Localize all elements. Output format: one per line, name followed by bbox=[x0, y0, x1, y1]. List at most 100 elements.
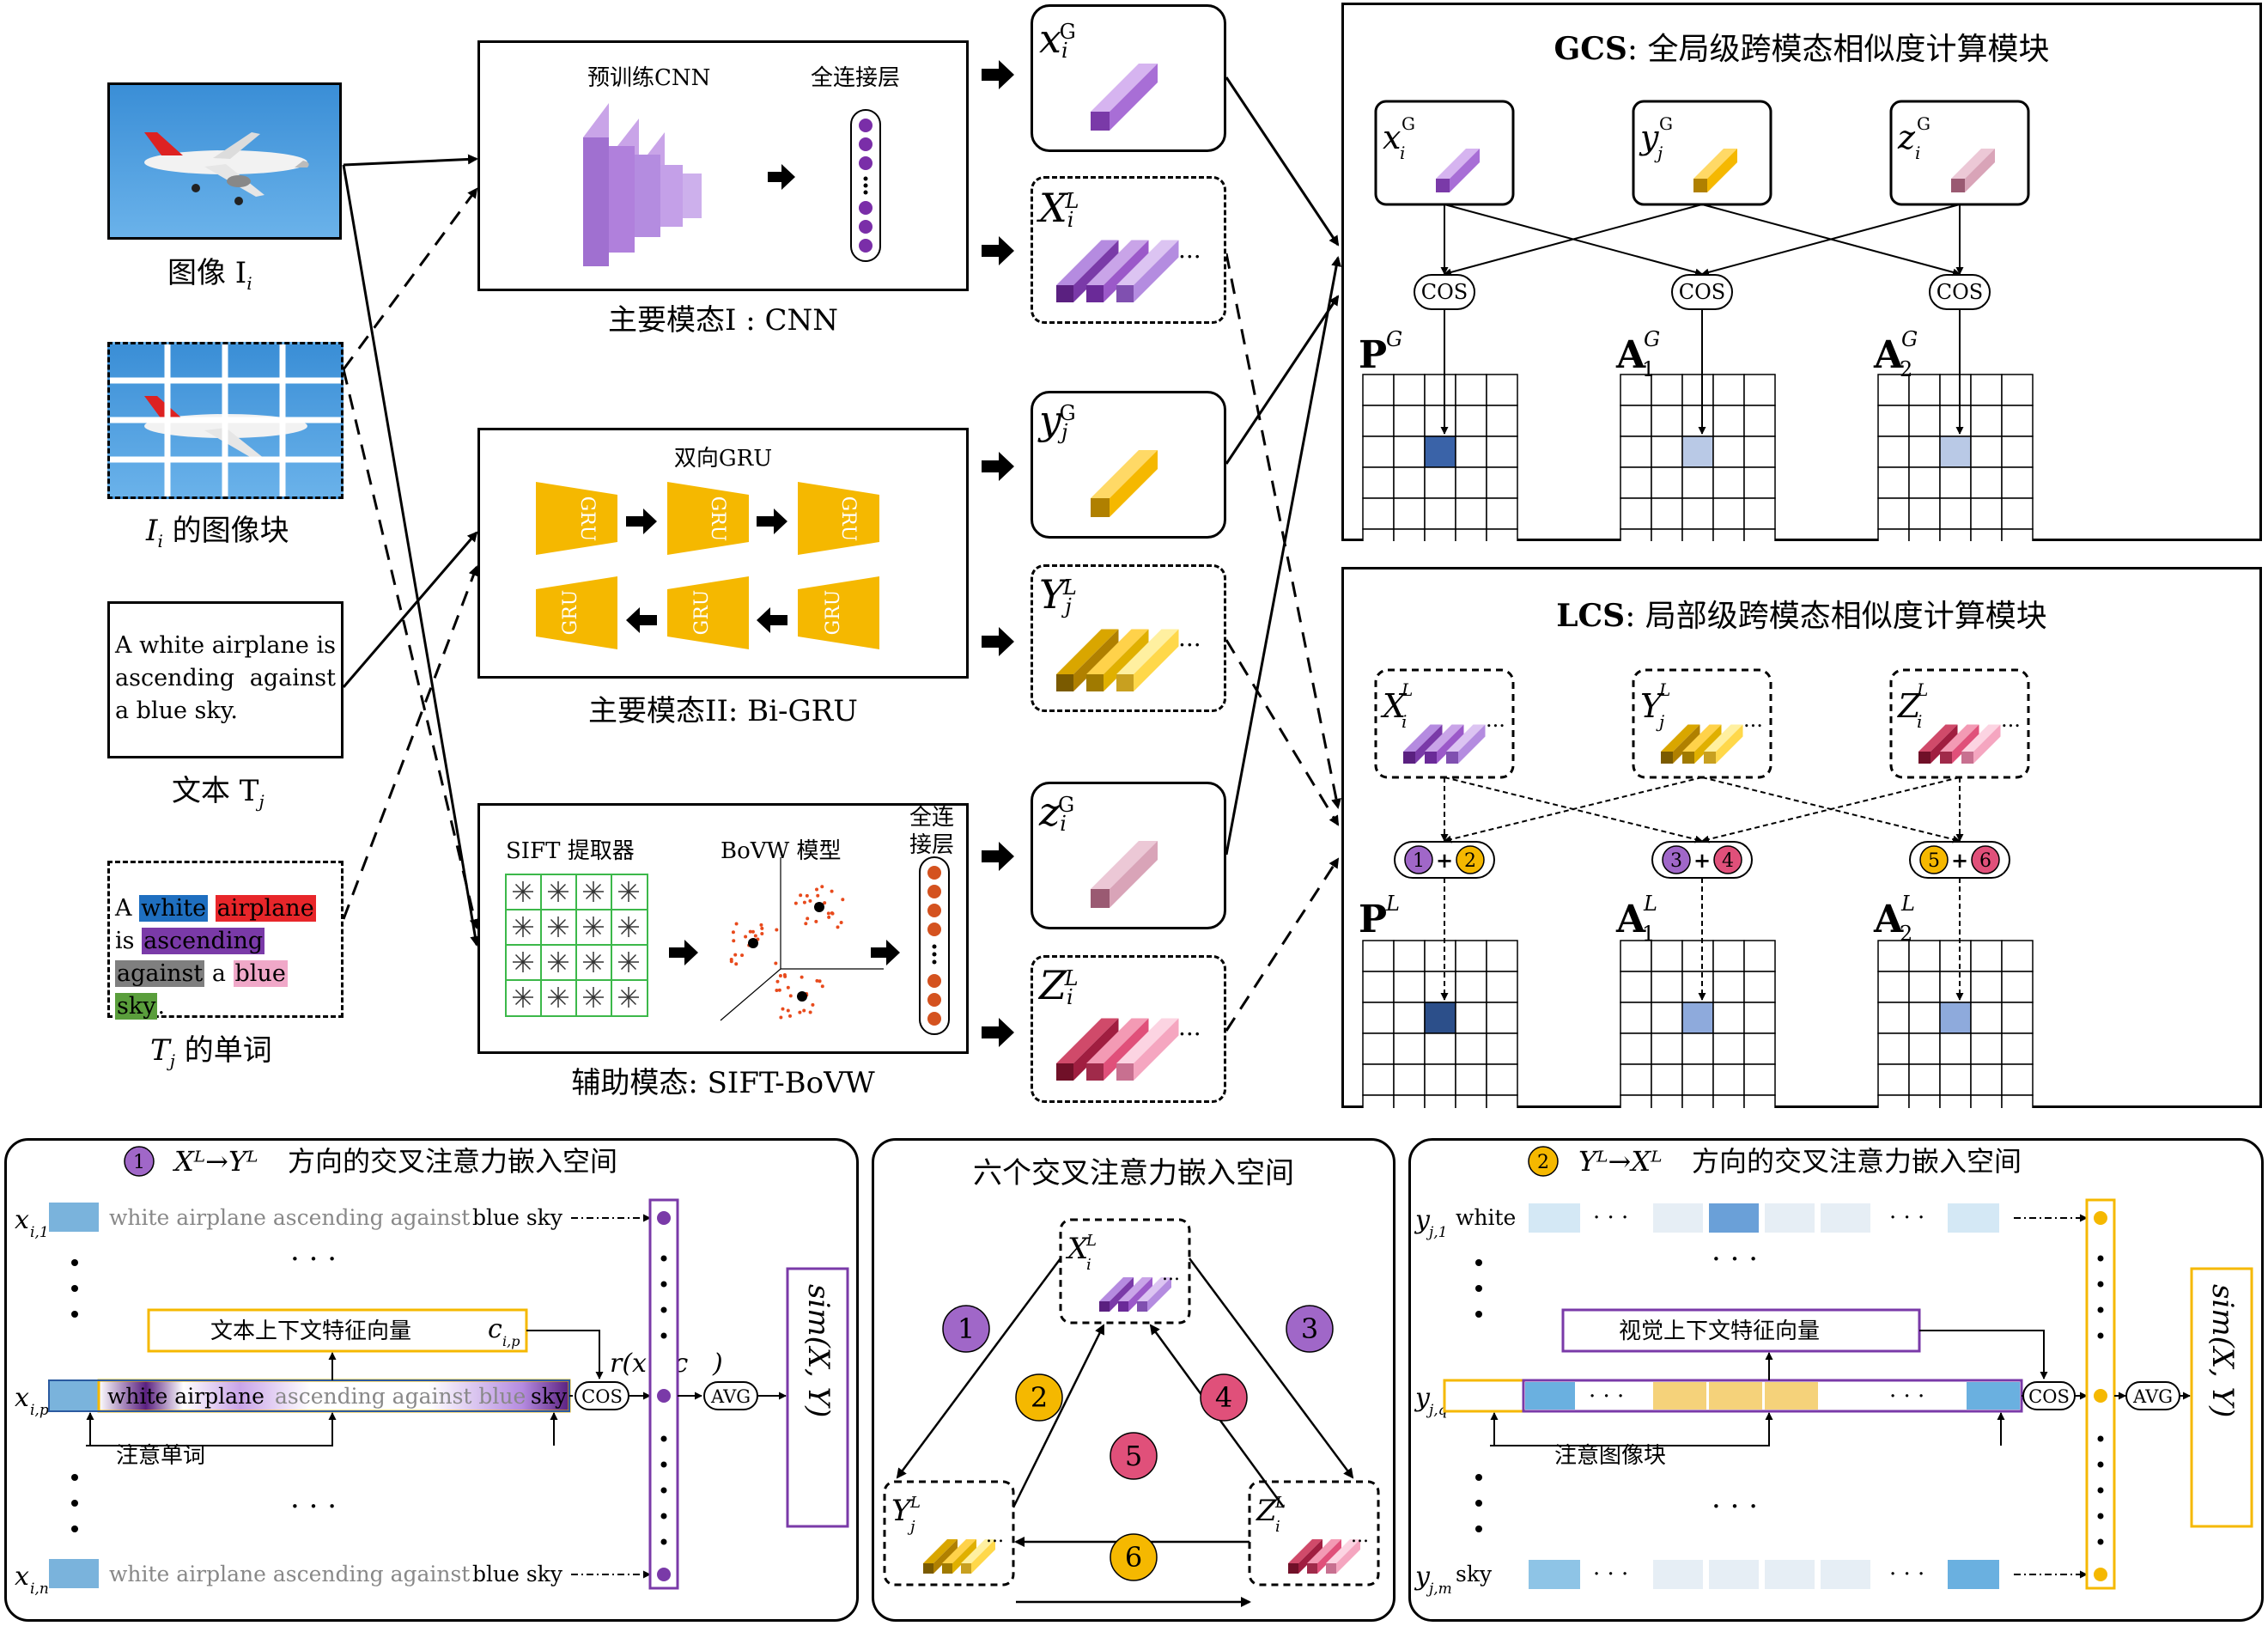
svg-text:sim(X, Y): sim(X, Y) bbox=[2205, 1284, 2240, 1417]
gcs-matrix bbox=[1877, 374, 2034, 541]
svg-text:· · ·: · · · bbox=[1593, 1205, 1628, 1231]
gcs-matrix bbox=[1362, 374, 1518, 541]
svg-text:2: 2 bbox=[1464, 850, 1476, 872]
space-number-badge bbox=[1110, 1533, 1158, 1581]
svg-text:X: X bbox=[1380, 687, 1408, 725]
svg-text:i,p: i,p bbox=[502, 1333, 520, 1349]
svg-text:x: x bbox=[1383, 119, 1401, 156]
lcs-title: LCS: 局部级跨模态相似度计算模块 bbox=[1556, 598, 2047, 634]
text-caption: 文本 Tj bbox=[172, 774, 264, 812]
svg-text:x: x bbox=[15, 1383, 29, 1413]
svg-text:方向的交叉注意力嵌入空间: 方向的交叉注意力嵌入空间 bbox=[288, 1145, 617, 1178]
panel-y-to-x bbox=[1408, 1138, 2264, 1622]
word-token: is bbox=[115, 928, 135, 954]
cnn-module: 预训练CNN 全连接层 bbox=[477, 40, 969, 291]
word-token: . bbox=[157, 993, 166, 1020]
gru-cells: GRU GRU GRU GRU GRU GRU bbox=[536, 482, 879, 649]
svg-text:G: G bbox=[1901, 327, 1918, 351]
svg-text:G: G bbox=[1402, 113, 1415, 134]
svg-text:3: 3 bbox=[1670, 850, 1682, 872]
svg-text:i,1: i,1 bbox=[30, 1224, 49, 1241]
svg-text:1: 1 bbox=[1642, 357, 1655, 381]
cnn-fc-label: 全连接层 bbox=[811, 65, 901, 91]
ZL-label: ZiL bbox=[1039, 962, 1079, 1010]
svg-text:sky: sky bbox=[1456, 1562, 1493, 1586]
svg-text:Y: Y bbox=[1640, 687, 1665, 725]
svg-text:...: ... bbox=[1486, 708, 1505, 732]
gcs-title: GCS: 全局级跨模态相似度计算模块 bbox=[1554, 31, 2050, 67]
svg-text:...: ... bbox=[2001, 708, 2021, 732]
svg-text:+: + bbox=[1693, 848, 1711, 873]
cnn-caption: 主要模态I : CNN bbox=[607, 303, 838, 338]
svg-text:GRU: GRU bbox=[560, 590, 581, 636]
svg-text:x: x bbox=[15, 1205, 29, 1235]
zG-label: ziG bbox=[1039, 789, 1075, 837]
svg-text:j,1: j,1 bbox=[1426, 1224, 1448, 1241]
svg-text:Z: Z bbox=[1897, 687, 1921, 725]
sim-output-box bbox=[2190, 1267, 2253, 1528]
svg-text:j: j bbox=[1654, 143, 1663, 163]
svg-text:L: L bbox=[1658, 679, 1670, 700]
svg-text:COS: COS bbox=[581, 1386, 623, 1407]
gcs-panel: GCS: 全局级跨模态相似度计算模块 bbox=[1341, 3, 2262, 541]
gru-module: 双向GRU GRU GRU GRU GRU GRU GRU bbox=[477, 428, 969, 679]
gru-caption: 主要模态II: Bi-GRU bbox=[588, 694, 858, 728]
svg-text:GRU: GRU bbox=[576, 496, 598, 542]
svg-text:z: z bbox=[1897, 119, 1916, 156]
svg-text:ascending against blue: ascending against blue bbox=[275, 1384, 526, 1409]
svg-text:· · ·: · · · bbox=[290, 1489, 337, 1524]
sim-output-box bbox=[786, 1267, 849, 1528]
lcs-matrix bbox=[1362, 940, 1518, 1108]
svg-text:COS: COS bbox=[2028, 1386, 2070, 1407]
svg-text:y: y bbox=[1414, 1205, 1431, 1235]
svg-text:c: c bbox=[488, 1314, 502, 1344]
svg-text:GRU: GRU bbox=[691, 590, 713, 636]
svg-text:L: L bbox=[1085, 1232, 1097, 1250]
svg-text:L: L bbox=[909, 1494, 921, 1512]
svg-text:sky: sky bbox=[531, 1384, 568, 1409]
cnn-pretrained-label: 预训练CNN bbox=[587, 65, 711, 91]
word-token: against bbox=[115, 960, 205, 987]
svg-text:GRU: GRU bbox=[707, 496, 728, 542]
svg-text:AVG: AVG bbox=[2132, 1386, 2173, 1407]
svg-text:· · ·: · · · bbox=[1712, 1489, 1758, 1524]
lcs-matrix bbox=[1877, 940, 2034, 1108]
svg-text:P: P bbox=[1359, 898, 1387, 941]
svg-text:...: ... bbox=[1178, 624, 1201, 652]
svg-text:L: L bbox=[1401, 679, 1413, 700]
word-token: blue bbox=[233, 960, 288, 987]
space-number-badge bbox=[1200, 1373, 1248, 1422]
svg-text:Yᴸ→Xᴸ: Yᴸ→Xᴸ bbox=[1578, 1145, 1662, 1178]
svg-text:2: 2 bbox=[1537, 1152, 1549, 1173]
input-image bbox=[107, 82, 342, 240]
svg-text:G: G bbox=[1917, 113, 1931, 134]
svg-text:· · ·: · · · bbox=[1889, 1205, 1924, 1231]
svg-text:j: j bbox=[907, 1518, 915, 1536]
svg-text:j,q: j,q bbox=[1426, 1402, 1448, 1419]
airplane-icon bbox=[144, 132, 309, 205]
text-context-box bbox=[147, 1308, 528, 1353]
svg-text:A: A bbox=[1615, 898, 1646, 941]
svg-text:i: i bbox=[1275, 1518, 1280, 1536]
space-number-badge bbox=[1110, 1432, 1158, 1480]
svg-text:white airplane ascending again: white airplane ascending against bbox=[109, 1562, 470, 1586]
word-token: ascending bbox=[142, 928, 265, 954]
svg-text:L: L bbox=[1385, 892, 1400, 916]
svg-text:COS: COS bbox=[1679, 280, 1725, 304]
space-number-badge bbox=[942, 1305, 990, 1353]
lcs-matrix bbox=[1620, 940, 1776, 1108]
svg-text:j: j bbox=[1656, 711, 1664, 732]
svg-text:2: 2 bbox=[1900, 357, 1912, 381]
YL-label: YjL bbox=[1039, 571, 1077, 619]
svg-text:blue sky: blue sky bbox=[472, 1562, 563, 1586]
sift-fc-label: 全连 接层 bbox=[909, 805, 955, 858]
svg-text:P: P bbox=[1359, 333, 1387, 377]
svg-text:): ) bbox=[712, 1349, 723, 1379]
svg-text:white airplane: white airplane bbox=[107, 1384, 264, 1409]
svg-text:6: 6 bbox=[1125, 1541, 1142, 1574]
svg-text:· · ·: · · · bbox=[1889, 1562, 1924, 1587]
